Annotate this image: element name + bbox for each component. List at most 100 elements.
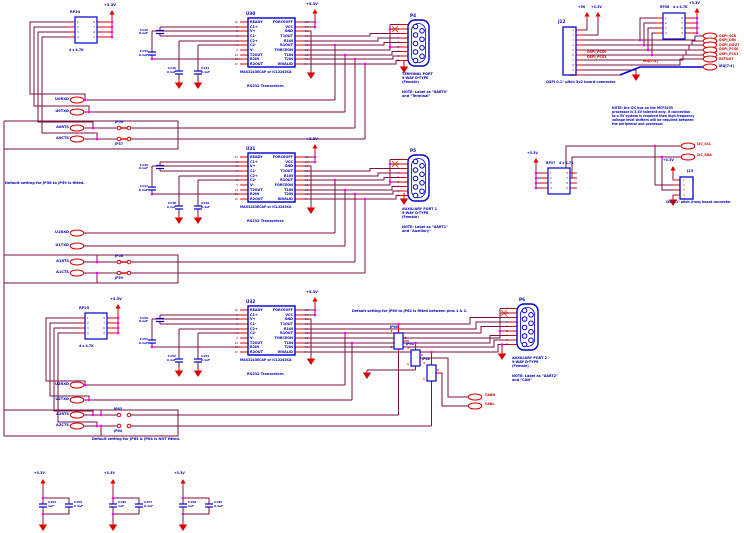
p6-pin-numbers: 1 6 2 7 3 8 4 9 5 xyxy=(506,306,508,347)
u30-description: RS232 Transceiver. xyxy=(247,84,285,88)
c153-label: C153 0.1uF xyxy=(201,354,211,362)
c150-label: C150 0.1uF xyxy=(138,315,148,324)
ground-symbols xyxy=(38,63,678,532)
u31-left-pin-numbers: 25 1 2 3 4 5 6 18 19 20 xyxy=(234,155,238,202)
rp24-refdes: RP24 xyxy=(70,10,81,14)
j13-power-label: +3.3V xyxy=(663,158,674,162)
u30-left-pin-numbers: 25 1 2 3 4 5 6 18 19 20 xyxy=(234,20,238,67)
p6-note: NOTE: Label as "UART2" and "CAN" xyxy=(512,374,558,383)
rp37-refdes: RP37 xyxy=(546,160,556,165)
net-label-canh: CANH xyxy=(485,393,496,397)
rp25-pin-numbers-left: 1 2 3 4 xyxy=(87,315,89,335)
qspi-wires xyxy=(583,16,703,76)
rp37-value: 4 x 4.7K xyxy=(559,160,574,165)
u32-refdes: U32 xyxy=(246,299,256,304)
u32-right-pin-names: FORCEOFF VCC GND T1OUT R1IN R1OUT FORCEO… xyxy=(272,308,293,355)
left-bus-wires xyxy=(3,120,179,437)
net-label-irq: IRQ[7:4] xyxy=(719,63,734,68)
jp58-label: JP58 xyxy=(115,253,123,258)
u32-left-pin-numbers: 25 1 2 3 4 5 6 18 19 20 xyxy=(234,308,238,355)
net-label-a0rts: A0RTS xyxy=(56,125,69,129)
u31-part-number: MAX3243ECAP or ICL3243CA xyxy=(240,205,292,209)
net-label-a1rts: A1RTS xyxy=(56,259,69,263)
jumper-fitted-note: Default setting for JP56 to JP59 is fitt… xyxy=(5,181,85,185)
qspi-signal-labels: QSPI_SCK QSPI_DIN QSPI_DOUT QSPI_PCS0 QS… xyxy=(719,33,740,61)
u31-left-pin-names: READY C1+ V+ C1- C2+ C2- V- T2OUT R2IN R… xyxy=(250,155,263,202)
rp24-pin-numbers-left: 1 2 3 4 xyxy=(77,19,79,39)
db9-auxiliary-port-2 xyxy=(508,303,539,351)
c148-label: C148 0.1uF xyxy=(166,201,176,209)
net-label-a2cts: A2CTS xyxy=(56,423,69,427)
jp62-pin1: 1 xyxy=(423,376,425,381)
u31-right-pin-numbers: 23 17 16 15 14 13 12 11 10 9 xyxy=(305,155,309,202)
jp62-label: JP62 xyxy=(422,356,430,361)
u31-power-label: +3.3V xyxy=(306,137,318,141)
wires xyxy=(3,16,703,522)
u32-right-pin-numbers: 23 17 16 15 14 13 12 11 10 9 xyxy=(305,308,309,355)
jp61-pin1: 1 xyxy=(407,361,409,366)
rp24-value: 4 x 4.7K xyxy=(69,48,84,52)
components xyxy=(38,7,718,532)
p4-refdes: P4 xyxy=(410,13,416,18)
u32-left-pin-names: READY C1+ V+ C1- C2+ C2- V- T2OUT R2IN R… xyxy=(250,308,263,355)
block2-wires xyxy=(84,152,405,274)
u30-part-number: MAX3243ECAP or ICL3243CA xyxy=(240,70,292,74)
c143-label: C143 0.1uF xyxy=(138,49,148,57)
jp61-pin2: 2 xyxy=(421,352,423,357)
c142-label: C142 0.1uF xyxy=(138,27,148,36)
c149-label: C149 0.1uF xyxy=(201,201,211,209)
net-label-u0rxd: U0RXD xyxy=(55,97,69,101)
j12-caption: QSPI 0.1" pitch 5x2 board connector xyxy=(546,80,616,84)
jp63-label: JP63 xyxy=(114,406,122,411)
p6-caption: AUXILIARY PORT 2 9-WAY D-TYPE (Female) xyxy=(512,356,547,369)
c144-label: C144 0.1uF xyxy=(201,66,211,74)
net-label-a0cts: A0CTS xyxy=(56,136,69,140)
jp64-label: JP64 xyxy=(114,428,122,433)
net-label-i2c-scl: I2C_SCL xyxy=(697,141,712,146)
p5-pin-numbers: 1 6 2 7 3 8 4 9 5 xyxy=(397,157,399,198)
c145-label: C145 0.1uF xyxy=(166,66,176,74)
net-label-u1txd: U1TXD xyxy=(55,243,69,247)
u32-description: RS232 Transceiver. xyxy=(247,372,285,376)
net-label-u0txd: U0TXD xyxy=(55,109,69,113)
jp59-label: JP59 xyxy=(115,275,123,280)
jp60-pin1: 1 xyxy=(390,344,393,349)
c147-label: C147 0.1uF xyxy=(138,184,148,192)
u30-right-pin-numbers: 23 17 16 15 14 13 12 11 10 9 xyxy=(305,20,309,67)
rp37-pin-numbers-right: 8 7 6 5 xyxy=(566,170,568,190)
p5-refdes: P5 xyxy=(410,148,416,153)
db9-terminal-port xyxy=(399,19,430,67)
decap1-power-label: +3.3V xyxy=(34,471,45,475)
c152-label: C152 0.1uF xyxy=(166,354,176,362)
p4-pin-numbers: 1 6 2 7 3 8 4 9 5 xyxy=(397,22,399,63)
u30-refdes: U30 xyxy=(246,11,256,16)
jp57-label: JP57 xyxy=(115,141,123,146)
c151-label: C151 0.1uF xyxy=(138,337,148,345)
jp61-pin3: 3 xyxy=(407,346,409,350)
j12-3v3-label: +3.3V xyxy=(591,5,602,9)
j12-5v-label: +5V xyxy=(578,5,586,9)
c159-label: C159 0.1uF xyxy=(214,500,224,508)
rp37-power-label: +3.3V xyxy=(527,150,538,155)
p5-note: NOTE: Label as "UART1" and "Auxiliary" xyxy=(402,225,448,234)
resistor-pack-rp25 xyxy=(77,312,115,340)
u31-description: RS232 Transceiver. xyxy=(247,219,285,223)
jp60-pin3: 3 xyxy=(390,329,393,333)
net-label-qspi-pcs1: QSPI_PCS1 xyxy=(587,54,607,59)
u30-right-pin-names: FORCEOFF VCC GND T1OUT R1IN R1OUT FORCEO… xyxy=(272,20,293,67)
p4-note: NOTE: Label as "UART0" and "Terminal" xyxy=(402,90,448,99)
rp-rail-stubs xyxy=(104,17,697,334)
jp56-label: JP56 xyxy=(115,119,123,124)
p5-caption: AUXILIARY PORT 1 9-WAY D-TYPE (Female) xyxy=(402,207,437,220)
jp62-pin3: 3 xyxy=(423,361,425,365)
u30-power-label: +3.3V xyxy=(306,2,318,6)
j13-refdes: J13 xyxy=(687,169,694,173)
resistor-pack-rp24 xyxy=(67,16,105,44)
net-label-u2rxd: U2RXD xyxy=(55,382,69,386)
net-label-u1rxd: U1RXD xyxy=(55,230,69,234)
c146-label: C146 0.1uF xyxy=(138,162,148,171)
decap3-power-label: +3.3V xyxy=(174,471,185,475)
i2c-note: NOTE: the I2C bus on the MCF5235 process… xyxy=(612,106,695,127)
